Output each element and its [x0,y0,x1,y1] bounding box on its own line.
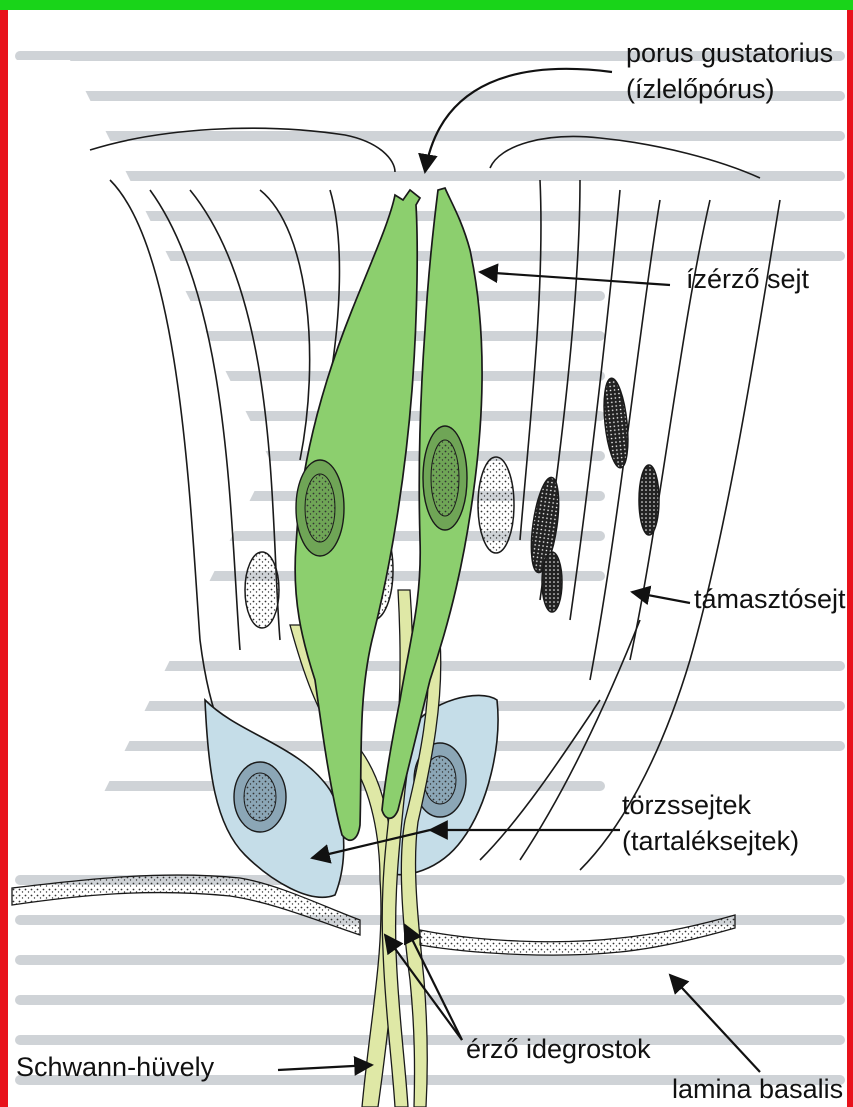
support-cell-nucleus-dark [639,465,659,535]
arrow-schwann [278,1065,372,1070]
label-sensory-nerve-fibers: érző idegrostok [466,1034,651,1065]
label-schwann-sheath: Schwann-hüvely [16,1052,214,1083]
label-lamina-basalis: lamina basalis [672,1074,843,1105]
support-cell-nucleus-dark [542,552,562,612]
receptor-nucleus-inner [305,474,335,542]
support-cell-nucleus [245,552,279,628]
label-reserve-cells: (tartaléksejtek) [622,826,799,857]
arrow-receptor [480,272,670,285]
label-supporting-cell: támasztósejt [694,584,846,615]
label-porus-gustatorius: porus gustatorius [626,38,833,69]
support-cell-nucleus-dark [600,377,631,469]
receptor-nucleus-inner [431,440,459,516]
stem-cell-nucleus-inner [244,773,276,821]
label-receptor-cell: ízérző sejt [686,264,809,295]
label-stem-cells: törzssejtek [622,790,751,821]
arrow-porus [425,69,612,172]
label-porus-translation: (ízlelőpórus) [626,74,775,105]
support-cell-nucleus [478,457,514,553]
arrow-lamina [670,975,760,1072]
